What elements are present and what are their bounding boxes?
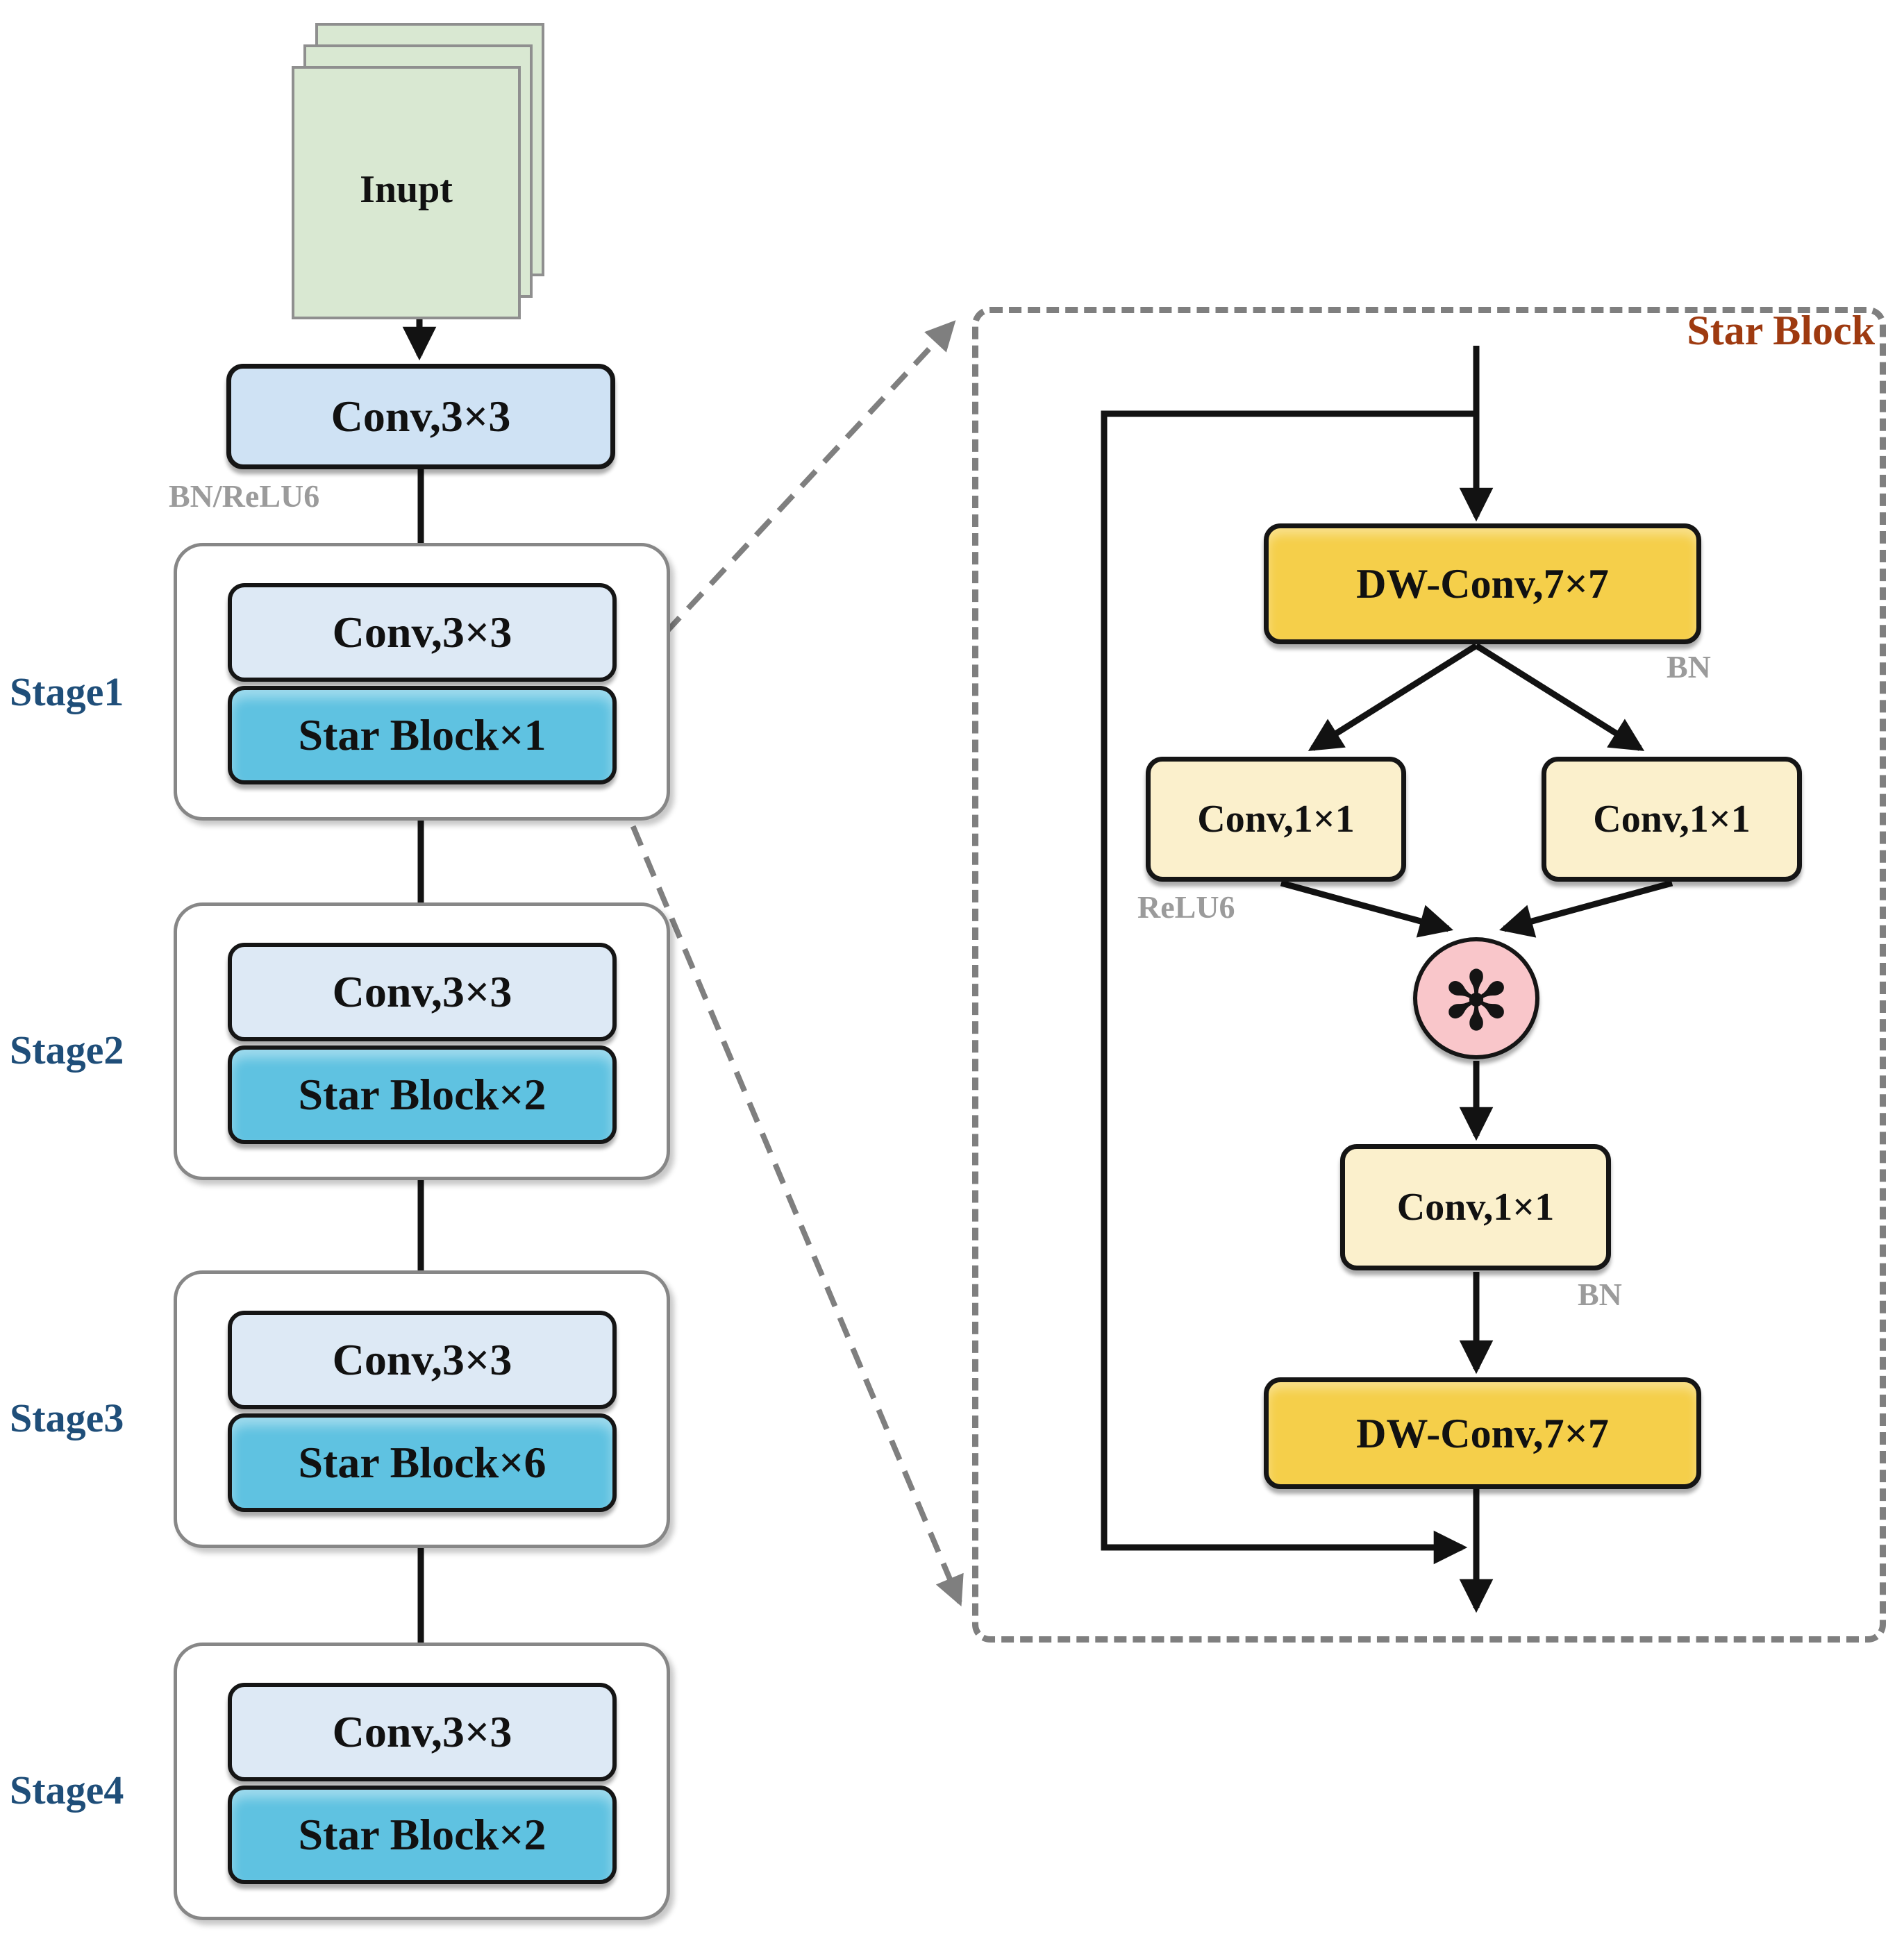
dw-conv-bottom-box: DW-Conv,7×7 xyxy=(1264,1377,1701,1489)
fuse-conv-box: Conv,1×1 xyxy=(1340,1144,1611,1270)
stage1-conv-label: Conv,3×3 xyxy=(332,607,512,657)
stage4-star-box: Star Block×2 xyxy=(228,1786,617,1884)
stage3-star-label: Star Block×6 xyxy=(298,1438,546,1487)
arrow-branch-right xyxy=(1474,643,1645,751)
stage3-conv-box: Conv,3×3 xyxy=(228,1311,617,1409)
dw-conv-top-label: DW-Conv,7×7 xyxy=(1356,561,1609,607)
stem-conv-label: Conv,3×3 xyxy=(331,392,511,441)
stage1-group: Conv,3×3 Star Block×1 xyxy=(174,543,670,821)
multiply-node: ✻ xyxy=(1413,937,1539,1059)
star-block-title: Star Block xyxy=(1687,308,1875,353)
stage1-conv-box: Conv,3×3 xyxy=(228,583,617,682)
stage1-label: Stage1 xyxy=(10,669,124,714)
conv1x1-right-box: Conv,1×1 xyxy=(1542,757,1802,882)
zoom-line-bottom xyxy=(617,794,964,1606)
stage1-star-box: Star Block×1 xyxy=(228,686,617,784)
stage3-group: Conv,3×3 Star Block×6 xyxy=(174,1270,670,1548)
stage2-conv-label: Conv,3×3 xyxy=(332,967,512,1016)
multiply-icon: ✻ xyxy=(1442,953,1511,1049)
stage2-star-label: Star Block×2 xyxy=(298,1070,546,1119)
stage2-star-box: Star Block×2 xyxy=(228,1045,617,1144)
stage1-star-label: Star Block×1 xyxy=(298,710,546,759)
stem-conv-box: Conv,3×3 xyxy=(226,364,615,469)
stem-note: BN/ReLU6 xyxy=(169,478,320,514)
stage4-star-label: Star Block×2 xyxy=(298,1810,546,1859)
input-sheet-front xyxy=(292,66,521,319)
input-label: Inupt xyxy=(360,168,453,211)
zoom-line-top xyxy=(618,320,956,684)
stage2-group: Conv,3×3 Star Block×2 xyxy=(174,902,670,1180)
stage2-label: Stage2 xyxy=(10,1027,124,1073)
dw-conv-top-box: DW-Conv,7×7 xyxy=(1264,523,1701,644)
stage4-conv-label: Conv,3×3 xyxy=(332,1707,512,1756)
fuse-conv-note: BN xyxy=(1578,1277,1622,1312)
arrow-right-to-multiply xyxy=(1498,880,1673,938)
stage3-conv-label: Conv,3×3 xyxy=(332,1335,512,1384)
arrow-branch-left xyxy=(1308,643,1478,751)
stage4-group: Conv,3×3 Star Block×2 xyxy=(174,1643,670,1920)
stage3-label: Stage3 xyxy=(10,1395,124,1441)
stage3-star-box: Star Block×6 xyxy=(228,1413,617,1512)
arrow-left-to-multiply xyxy=(1280,880,1454,938)
stage2-conv-box: Conv,3×3 xyxy=(228,943,617,1041)
conv1x1-left-label: Conv,1×1 xyxy=(1197,798,1355,841)
stage4-conv-box: Conv,3×3 xyxy=(228,1683,617,1781)
skip-connection xyxy=(1101,410,1476,1565)
conv1x1-right-label: Conv,1×1 xyxy=(1593,798,1751,841)
dw-conv-bottom-label: DW-Conv,7×7 xyxy=(1356,1410,1609,1456)
conv1x1-left-note: ReLU6 xyxy=(1137,889,1235,925)
fuse-conv-label: Conv,1×1 xyxy=(1396,1186,1555,1229)
star-block-panel xyxy=(972,307,1886,1643)
dw-conv-top-note: BN xyxy=(1667,649,1711,684)
conv1x1-left-box: Conv,1×1 xyxy=(1146,757,1406,882)
stage4-label: Stage4 xyxy=(10,1767,124,1813)
